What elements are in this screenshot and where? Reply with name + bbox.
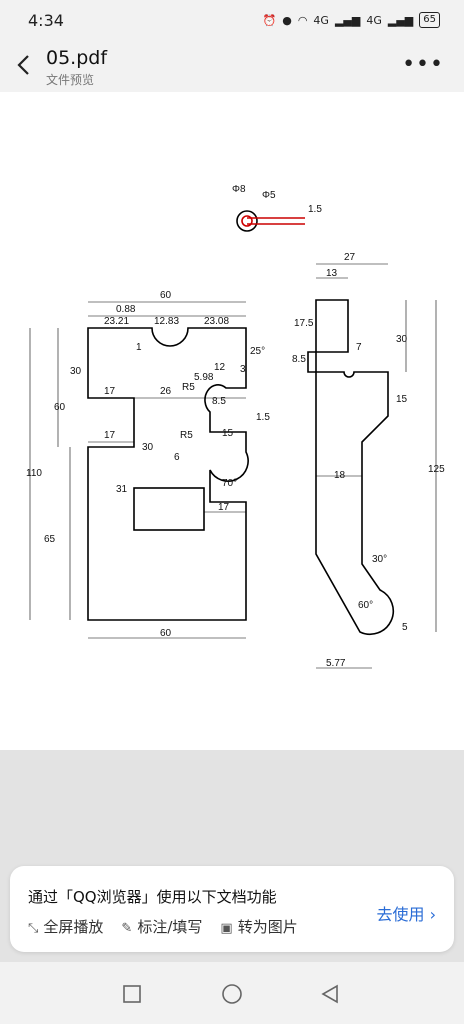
left-part-outline xyxy=(87,327,249,621)
alarm-icon: ⏰ xyxy=(262,13,277,27)
qq-browser-banner[interactable]: 通过「QQ浏览器」使用以下文档功能 ⤡全屏播放 ✎标注/填写 ▣转为图片 去使用… xyxy=(10,866,454,952)
technical-drawing: 0.88 60 23.21 12.83 23.08 1 30 5.98 25° … xyxy=(26,184,445,669)
dim-label: 30 xyxy=(396,334,408,345)
pdf-page[interactable]: 0.88 60 23.21 12.83 23.08 1 30 5.98 25° … xyxy=(0,92,464,750)
dim-label: 110 xyxy=(26,468,42,479)
dim-label: 12.83 xyxy=(154,316,179,327)
banner-features: ⤡全屏播放 ✎标注/填写 ▣转为图片 xyxy=(28,916,298,937)
chevron-right-icon: › xyxy=(429,905,436,924)
pin-circle-outer xyxy=(236,210,258,232)
dim-label: 26 xyxy=(160,386,172,397)
banner-message: 通过「QQ浏览器」使用以下文档功能 xyxy=(28,888,277,906)
dim-label: 30° xyxy=(372,554,387,565)
pin-label: Φ5 xyxy=(262,190,276,201)
dim-label: 17 xyxy=(104,430,116,441)
back-nav-icon[interactable] xyxy=(320,984,340,1004)
dim-label: 8.5 xyxy=(292,354,306,365)
dim-label: 17 xyxy=(104,386,116,397)
image-icon: ▣ xyxy=(220,921,233,936)
status-icons: ⏰ ● ◠ 4G ▂▄▆ 4G ▂▄▆ 65 xyxy=(262,12,440,28)
status-time: 4:34 xyxy=(28,11,64,30)
status-bar: 4:34 ⏰ ● ◠ 4G ▂▄▆ 4G ▂▄▆ 65 xyxy=(0,0,464,42)
dim-label: 60° xyxy=(358,600,373,611)
right-part-outline xyxy=(307,299,395,636)
dim-label: 18 xyxy=(334,470,346,481)
pin-circle-inner xyxy=(241,215,253,227)
dim-label: 23.08 xyxy=(204,316,229,327)
signal-icon: ▂▄▆ xyxy=(334,13,361,27)
feature-annotate[interactable]: ✎标注/填写 xyxy=(121,918,203,936)
location-icon: ● xyxy=(282,13,292,27)
edit-icon: ✎ xyxy=(121,921,133,936)
dim-label: 5.77 xyxy=(326,658,346,669)
wifi-icon: ◠ xyxy=(297,13,308,27)
back-icon[interactable] xyxy=(12,50,36,80)
dim-label: R5 xyxy=(180,430,193,441)
dim-label: 30 xyxy=(142,442,154,453)
battery-icon: 65 xyxy=(419,12,440,28)
dim-label: 25° xyxy=(250,346,265,357)
system-nav-bar xyxy=(0,962,464,1024)
dim-label: 125 xyxy=(428,464,445,475)
pin-label: 1.5 xyxy=(308,204,322,215)
dim-label: 60 xyxy=(160,628,172,639)
dim-label: 60 xyxy=(160,290,172,301)
dim-label: 31 xyxy=(116,484,128,495)
network-label-1: 4G xyxy=(313,13,329,27)
dim-label: 23.21 xyxy=(104,316,129,327)
use-button[interactable]: 去使用 › xyxy=(376,905,436,924)
dim-label: 30 xyxy=(70,366,82,377)
dim-label: 0.88 xyxy=(116,304,136,315)
dim-label: R5 xyxy=(182,382,195,393)
dim-label: 5.98 xyxy=(194,372,214,383)
dim-label: 1.5 xyxy=(256,412,270,423)
dim-label: 12 xyxy=(214,362,226,373)
app-header: 05.pdf 文件预览 ••• xyxy=(0,42,464,92)
network-label-2: 4G xyxy=(366,13,382,27)
dim-label: 1 xyxy=(136,342,142,353)
page-title: 05.pdf xyxy=(46,47,108,69)
dim-label: 3 xyxy=(240,364,246,375)
recent-apps-icon[interactable] xyxy=(122,984,142,1004)
left-part-slot xyxy=(133,487,205,531)
home-icon[interactable] xyxy=(221,984,243,1006)
pin-label: Φ8 xyxy=(232,184,246,195)
dim-label: 65 xyxy=(44,534,56,545)
dim-label: 27 xyxy=(344,252,356,263)
fullscreen-icon: ⤡ xyxy=(28,921,39,936)
feature-to-image[interactable]: ▣转为图片 xyxy=(220,918,298,936)
dim-label: 17 xyxy=(218,502,230,513)
feature-fullscreen[interactable]: ⤡全屏播放 xyxy=(28,918,104,936)
dim-label: 8.5 xyxy=(212,396,226,407)
dim-label: 15 xyxy=(222,428,234,439)
dim-label: 17.5 xyxy=(294,318,314,329)
page-subtitle: 文件预览 xyxy=(46,73,95,87)
dim-label: 6 xyxy=(174,452,180,463)
dim-label: 70° xyxy=(222,478,237,489)
dim-label: 60 xyxy=(54,402,66,413)
dim-label: 13 xyxy=(326,268,338,279)
signal-icon-2: ▂▄▆ xyxy=(387,13,414,27)
dim-label: 7 xyxy=(356,342,362,353)
dim-label: 15 xyxy=(396,394,408,405)
dim-label: 5 xyxy=(402,622,408,633)
more-icon[interactable]: ••• xyxy=(402,52,444,77)
